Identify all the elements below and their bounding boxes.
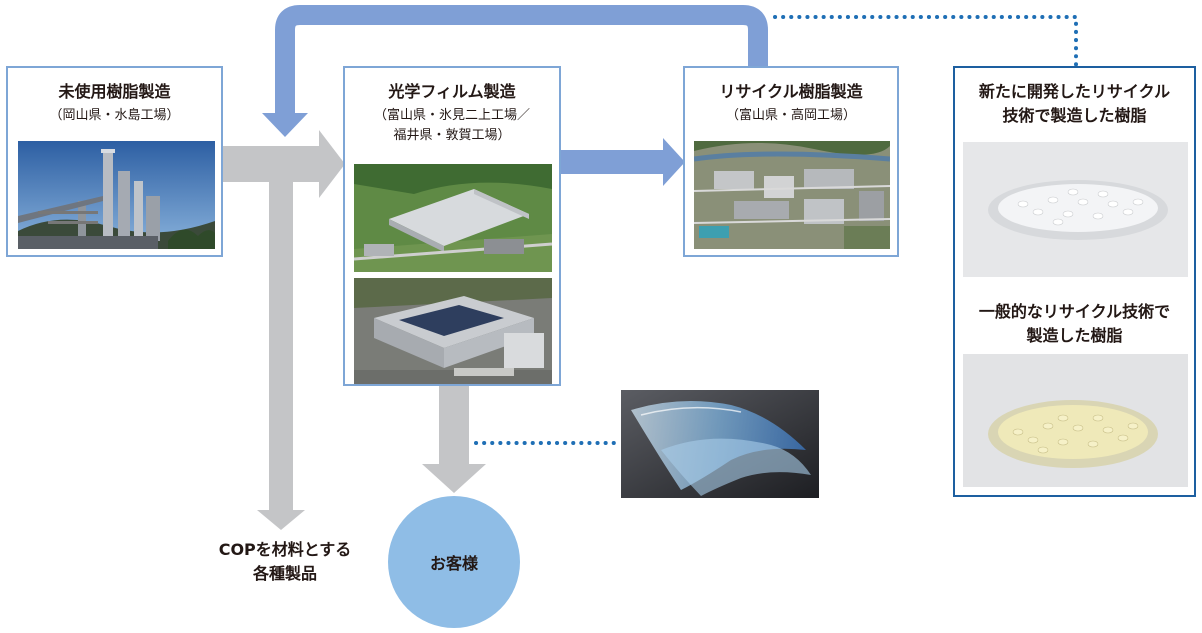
chemical-plant-photo <box>18 141 215 249</box>
dotted-connector-new-tech <box>773 15 1078 68</box>
virgin-resin-subtitle: （岡山県・水島工場） <box>49 108 180 123</box>
clear-pellets-photo <box>963 142 1188 277</box>
recycle-return-arrowhead <box>262 113 308 137</box>
customer-label: お客様 <box>429 554 478 573</box>
recycle-return-arrow <box>275 5 768 113</box>
optical-film-subtitle-line1: （富山県・氷見二上工場／ <box>373 108 530 123</box>
factory-aerial-photo <box>354 164 552 272</box>
film-to-recycle-arrow <box>561 150 663 174</box>
film-to-customer-arrow <box>439 386 469 464</box>
cop-products-line1: COPを材料とする <box>218 540 352 559</box>
recycle-resin-title: リサイクル樹脂製造 <box>719 82 863 101</box>
virgin-resin-title: 未使用樹脂製造 <box>58 82 171 101</box>
new-tech-title-line1: 新たに開発したリサイクル <box>978 82 1171 101</box>
optical-film-box: 光学フィルム製造 （富山県・氷見二上工場／ 福井県・敦賀工場） <box>343 66 561 386</box>
general-tech-title-line1: 一般的なリサイクル技術で <box>978 302 1171 321</box>
optical-film-photo <box>621 390 819 498</box>
solar-factory-photo <box>354 278 552 384</box>
yellowish-pellets-photo <box>963 354 1188 487</box>
customer-node: お客様 <box>388 496 520 628</box>
cop-products-line2: 各種製品 <box>252 564 317 583</box>
optical-film-subtitle-line2: 福井県・敦賀工場） <box>393 128 511 143</box>
optical-film-title: 光学フィルム製造 <box>388 82 516 101</box>
general-tech-title-line2: 製造した樹脂 <box>1026 326 1123 345</box>
resin-comparison-box: 新たに開発したリサイクル 技術で製造した樹脂 一般的なリサイクル技術で 製造した… <box>953 66 1196 497</box>
to-cop-arrowhead <box>257 510 305 530</box>
to-cop-arrow <box>269 182 293 510</box>
virgin-to-film-arrow <box>221 146 319 182</box>
industrial-area-aerial-photo <box>694 141 890 249</box>
new-tech-title-line2: 技術で製造した樹脂 <box>1002 106 1147 125</box>
recycle-resin-box: リサイクル樹脂製造 （富山県・高岡工場） <box>683 66 899 257</box>
virgin-resin-box: 未使用樹脂製造 （岡山県・水島工場） <box>6 66 223 257</box>
virgin-to-film-arrowhead <box>319 130 345 198</box>
recycle-resin-subtitle: （富山県・高岡工場） <box>725 108 856 123</box>
film-to-recycle-arrowhead <box>663 138 685 186</box>
cop-products-label: COPを材料とする 各種製品 <box>200 538 370 586</box>
film-to-customer-arrowhead <box>422 464 486 493</box>
